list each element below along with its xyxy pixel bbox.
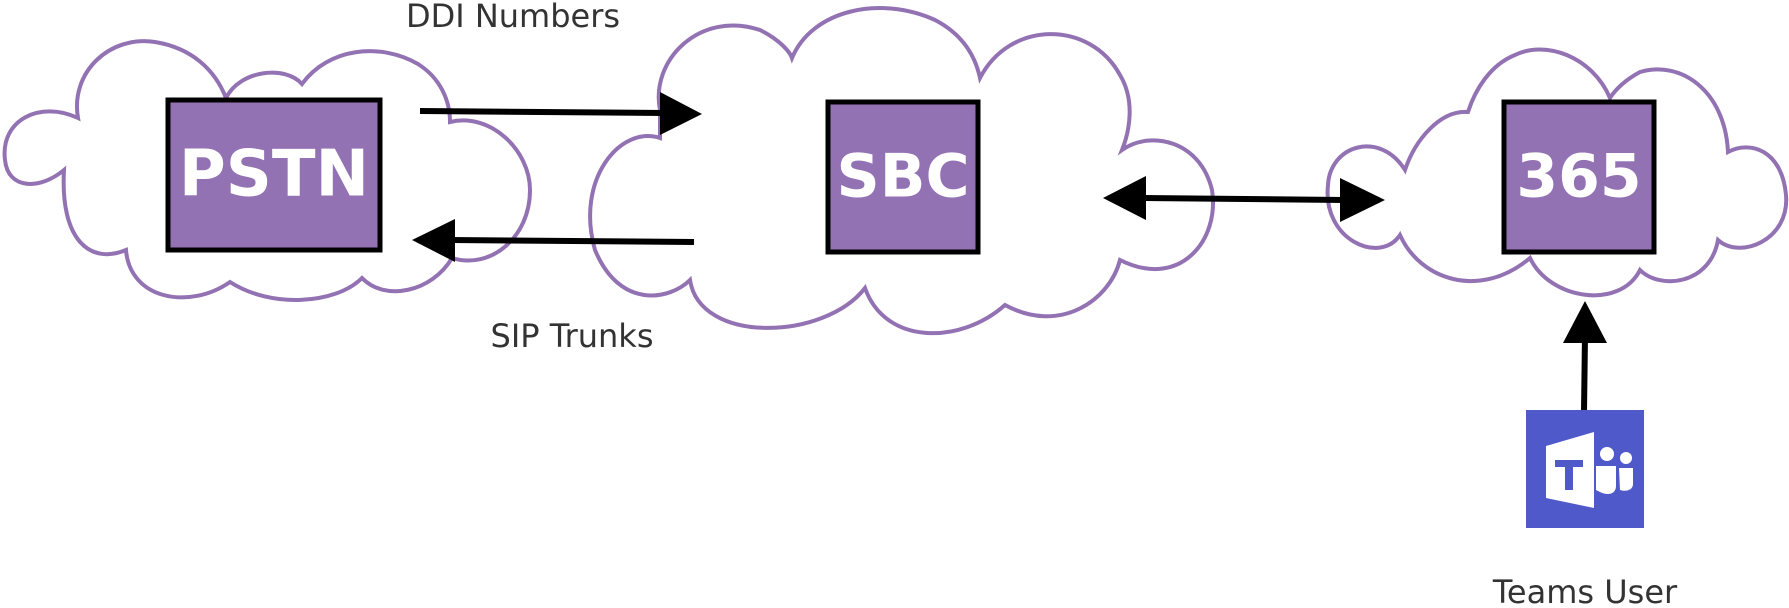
teams-to-m365-arrow bbox=[1563, 301, 1607, 413]
pstn-box bbox=[165, 97, 383, 253]
sip-trunks-label: SIP Trunks bbox=[491, 317, 654, 355]
m365-node: 365 bbox=[1501, 99, 1657, 255]
sip-arrow bbox=[412, 219, 695, 262]
m365-box bbox=[1501, 99, 1657, 255]
ddi-numbers-label: DDI Numbers bbox=[406, 0, 620, 35]
sbc-label: SBC bbox=[837, 142, 970, 212]
sbc-m365-arrow bbox=[1103, 176, 1385, 222]
teams-user-label: Teams User bbox=[1492, 573, 1678, 608]
pstn-label: PSTN bbox=[179, 138, 369, 212]
m365-label: 365 bbox=[1516, 142, 1641, 212]
pstn-node: PSTN bbox=[165, 97, 383, 253]
sbc-box bbox=[825, 99, 981, 255]
microsoft-teams-icon bbox=[1526, 410, 1644, 528]
sbc-node: SBC bbox=[825, 99, 981, 255]
ddi-arrow bbox=[419, 92, 702, 135]
